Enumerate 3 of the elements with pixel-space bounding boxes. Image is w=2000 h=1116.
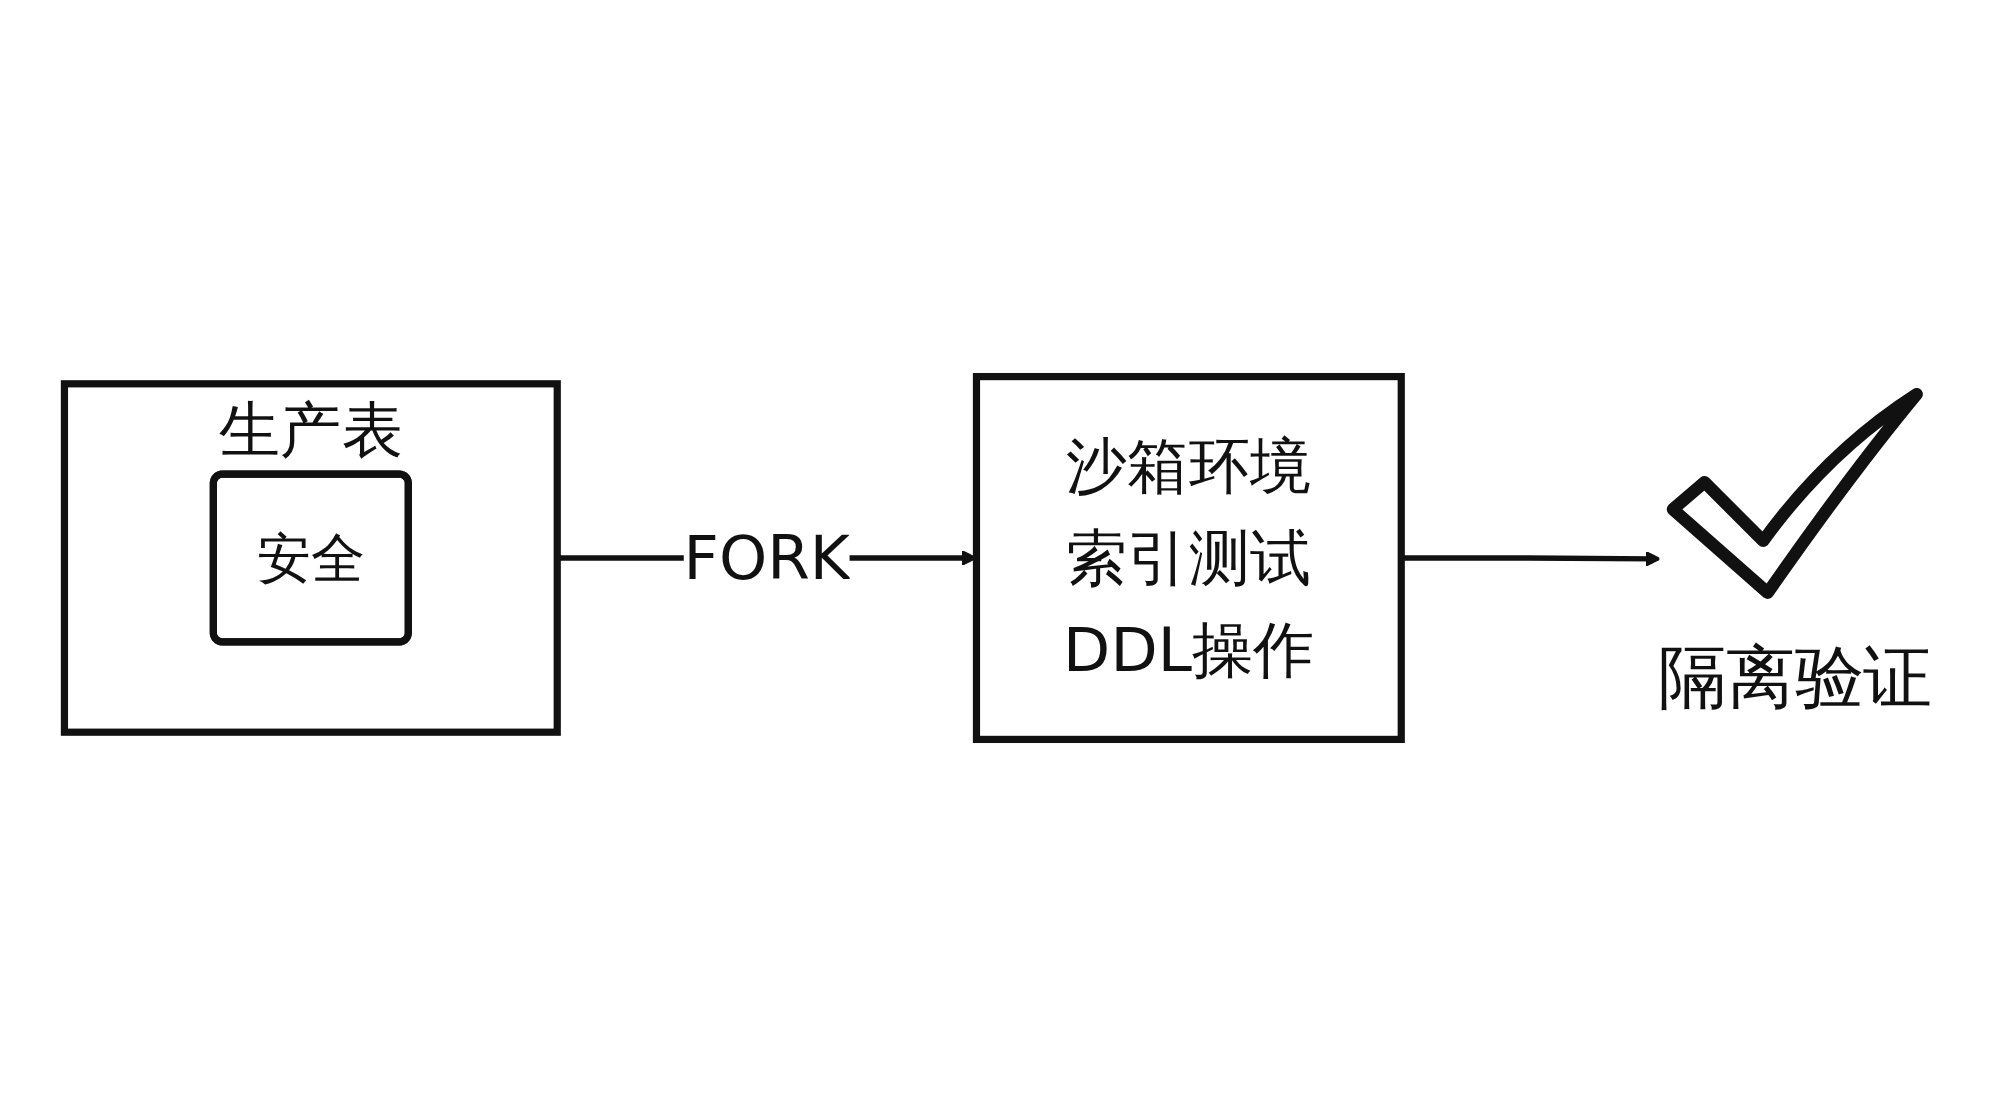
node-box: 沙箱环境 索引测试 DDL操作: [972, 372, 1405, 743]
edge-label: FORK: [683, 521, 851, 594]
node-text: 隔离验证: [1657, 637, 1932, 717]
